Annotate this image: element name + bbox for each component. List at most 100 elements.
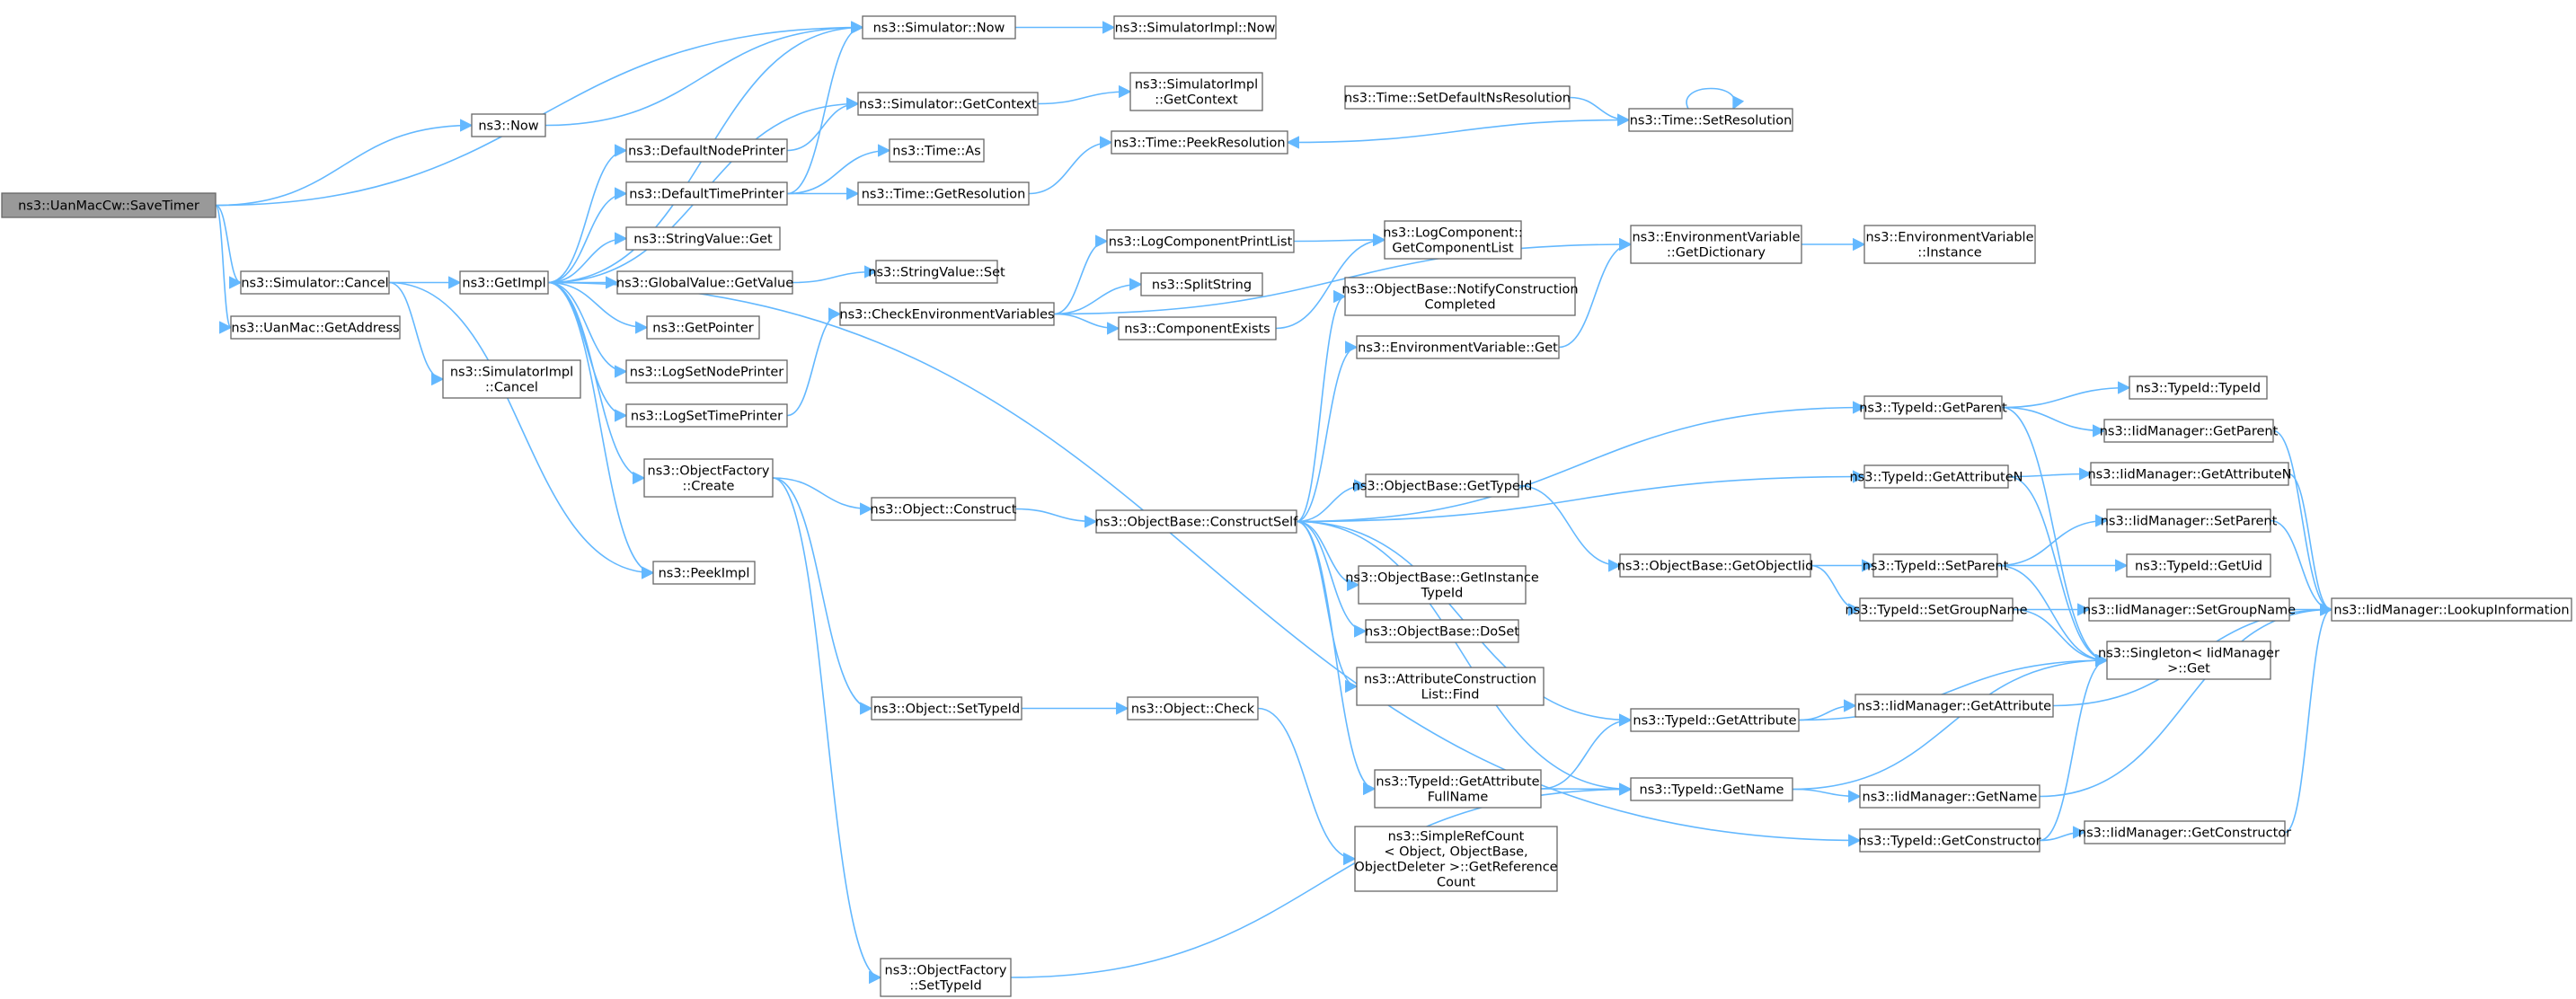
node-box [1111, 130, 1288, 155]
node-objfactory_settypeid[interactable]: ns3::ObjectFactory::SetTypeId [880, 958, 1012, 997]
node-now[interactable]: ns3::Now [471, 113, 546, 137]
node-uanmac_getaddr[interactable]: ns3::UanMac::GetAddress [230, 315, 401, 340]
node-objbase_constructself[interactable]: ns3::ObjectBase::ConstructSelf [1095, 509, 1298, 534]
node-label: ns3::Time::As [892, 145, 980, 159]
node-iid_getattr[interactable]: ns3::IidManager::GetAttribute [1855, 694, 2054, 718]
node-savetimer[interactable]: ns3::UanMacCw::SaveTimer [1, 192, 217, 218]
node-object_settypeid[interactable]: ns3::Object::SetTypeId [871, 696, 1022, 721]
edge-typeid_getparent-to-iid_getparent [2001, 406, 2106, 438]
node-simplerefcount[interactable]: ns3::SimpleRefCount< Object, ObjectBase,… [1354, 826, 1558, 892]
node-object_construct[interactable]: ns3::Object::Construct [871, 497, 1017, 521]
node-box [471, 113, 546, 137]
node-deftimeprinter[interactable]: ns3::DefaultTimePrinter [625, 181, 788, 206]
node-typeid_getuid[interactable]: ns3::TypeId::GetUid [2126, 553, 2271, 578]
node-getimpl[interactable]: ns3::GetImpl [459, 270, 549, 295]
node-peekimpl[interactable]: ns3::PeekImpl [652, 561, 756, 585]
node-box [625, 181, 788, 206]
node-objbase_gettypeid[interactable]: ns3::ObjectBase::GetTypeId [1352, 473, 1533, 498]
edge-typeid_getname-to-singleton_get [1792, 653, 2109, 791]
node-layer: ns3::UanMacCw::SaveTimerns3::Simulator::… [1, 15, 2572, 997]
node-iid_getattrn[interactable]: ns3::IidManager::GetAttributeN [2087, 462, 2292, 486]
node-iid_getname[interactable]: ns3::IidManager::GetName [1859, 784, 2040, 809]
node-box [625, 226, 781, 251]
node-box [1628, 108, 1793, 132]
node-box [1354, 826, 1558, 892]
node-label: ns3::StringValue::Set [868, 266, 1005, 280]
node-objfactory_create[interactable]: ns3::ObjectFactory::Create [643, 458, 774, 498]
node-typeid_getname[interactable]: ns3::TypeId::GetName [1630, 777, 1793, 801]
node-label: ns3::EnvironmentVariable [1632, 231, 1800, 245]
node-simimpl_getcontext[interactable]: ns3::SimulatorImpl::GetContext [1129, 72, 1263, 111]
node-box [1872, 553, 1998, 578]
node-label: ns3::Time::GetResolution [862, 188, 1026, 202]
node-envvar_instance[interactable]: ns3::EnvironmentVariable::Instance [1863, 225, 2036, 264]
edge-checkenvvars-to-logcompprintlist [1053, 234, 1109, 315]
node-strval_set[interactable]: ns3::StringValue::Set [868, 260, 1005, 284]
node-typeid_typeid[interactable]: ns3::TypeId::TypeId [2129, 376, 2268, 400]
node-box [2084, 820, 2286, 844]
node-sim_getcontext[interactable]: ns3::Simulator::GetContext [857, 92, 1039, 116]
node-logsettimeprinter[interactable]: ns3::LogSetTimePrinter [625, 403, 788, 428]
node-defnodeprinter[interactable]: ns3::DefaultNodePrinter [625, 138, 788, 163]
node-objbase_getobjectiid[interactable]: ns3::ObjectBase::GetObjectIid [1617, 553, 1814, 578]
node-time_getres[interactable]: ns3::Time::GetResolution [857, 181, 1030, 206]
node-label: ns3::ObjectBase::GetTypeId [1352, 480, 1533, 494]
node-iid_lookupinfo[interactable]: ns3::IidManager::LookupInformation [2331, 597, 2572, 622]
node-objbase_doset[interactable]: ns3::ObjectBase::DoSet [1365, 619, 1519, 643]
node-simimpl_cancel[interactable]: ns3::SimulatorImpl::Cancel [442, 359, 581, 399]
node-splitstring[interactable]: ns3::SplitString [1140, 272, 1263, 296]
node-iid_getconstructor[interactable]: ns3::IidManager::GetConstructor [2078, 820, 2291, 844]
node-box [1384, 220, 1522, 260]
node-sim_cancel[interactable]: ns3::Simulator::Cancel [240, 270, 390, 295]
node-label: ns3::ObjectBase::DoSet [1365, 625, 1519, 640]
node-time_setdefns[interactable]: ns3::Time::SetDefaultNsResolution [1344, 85, 1571, 110]
edge-typeid_getattrfullname-to-typeid_getattr [1540, 713, 1633, 790]
node-logsetnodeprinter[interactable]: ns3::LogSetNodePrinter [625, 359, 788, 384]
node-label: ns3::IidManager::GetConstructor [2078, 827, 2291, 841]
node-iid_setgroupname[interactable]: ns3::IidManager::SetGroupName [2083, 597, 2296, 622]
node-iid_getparent[interactable]: ns3::IidManager::GetParent [2100, 419, 2279, 443]
node-singleton_get[interactable]: ns3::Singleton< IidManager >::Get [2098, 641, 2279, 680]
node-box [1630, 708, 1800, 732]
node-logcomp_getlist[interactable]: ns3::LogComponent::GetComponentList [1383, 220, 1523, 260]
node-label: ns3::ObjectBase::ConstructSelf [1095, 516, 1298, 530]
node-box [1859, 784, 2040, 809]
edge-object_check-to-simplerefcount [1257, 707, 1357, 866]
edge-typeid_setparent-to-singleton_get [1996, 564, 2109, 667]
node-label: ns3::TypeId::GetParent [1859, 402, 2007, 416]
node-objbase_notify[interactable]: ns3::ObjectBase::NotifyConstructionCompl… [1341, 277, 1579, 316]
edge-typeid_setgroupname-to-singleton_get [2012, 608, 2109, 667]
node-typeid_setgroupname[interactable]: ns3::TypeId::SetGroupName [1845, 597, 2028, 622]
edge-getimpl-to-getpointer [547, 281, 649, 334]
node-getpointer[interactable]: ns3::GetPointer [646, 315, 760, 340]
node-label: ns3::Object::SetTypeId [873, 703, 1020, 717]
node-typeid_getconstructor[interactable]: ns3::TypeId::GetConstructor [1858, 828, 2041, 853]
node-sim_now[interactable]: ns3::Simulator::Now [862, 15, 1016, 40]
node-envvar_get[interactable]: ns3::EnvironmentVariable::Get [1356, 335, 1560, 359]
node-label: ns3::LogComponentPrintList [1109, 235, 1293, 250]
node-typeid_getattr[interactable]: ns3::TypeId::GetAttribute [1630, 708, 1800, 732]
node-simimpl_now[interactable]: ns3::SimulatorImpl::Now [1113, 15, 1277, 40]
edge-objfactory_create-to-object_construct [772, 477, 873, 516]
node-label: ns3::ObjectFactory [885, 964, 1007, 978]
edge-logcompprintlist-to-logcomp_getlist [1293, 233, 1386, 247]
node-time_setres[interactable]: ns3::Time::SetResolution [1628, 108, 1793, 132]
node-time_peekres[interactable]: ns3::Time::PeekResolution [1111, 130, 1288, 155]
node-strval_get[interactable]: ns3::StringValue::Get [625, 226, 781, 251]
node-object_check[interactable]: ns3::Object::Check [1127, 696, 1259, 721]
node-label: ns3::Simulator::GetContext [859, 98, 1037, 112]
node-componentexists[interactable]: ns3::ComponentExists [1118, 316, 1277, 340]
node-logcompprintlist[interactable]: ns3::LogComponentPrintList [1106, 229, 1295, 253]
node-typeid_getparent[interactable]: ns3::TypeId::GetParent [1859, 395, 2007, 420]
node-envvar_getdict[interactable]: ns3::EnvironmentVariable::GetDictionary [1630, 225, 1802, 264]
node-typeid_setparent[interactable]: ns3::TypeId::SetParent [1863, 553, 2009, 578]
node-checkenvvars[interactable]: ns3::CheckEnvironmentVariables [839, 302, 1055, 326]
node-label: ns3::EnvironmentVariable [1865, 231, 2033, 245]
node-typeid_getattrn[interactable]: ns3::TypeId::GetAttributeN [1849, 464, 2023, 489]
node-globalval_getvalue[interactable]: ns3::GlobalValue::GetValue [616, 270, 793, 295]
node-time_as[interactable]: ns3::Time::As [889, 138, 985, 163]
node-iid_setparent[interactable]: ns3::IidManager::SetParent [2101, 508, 2278, 533]
